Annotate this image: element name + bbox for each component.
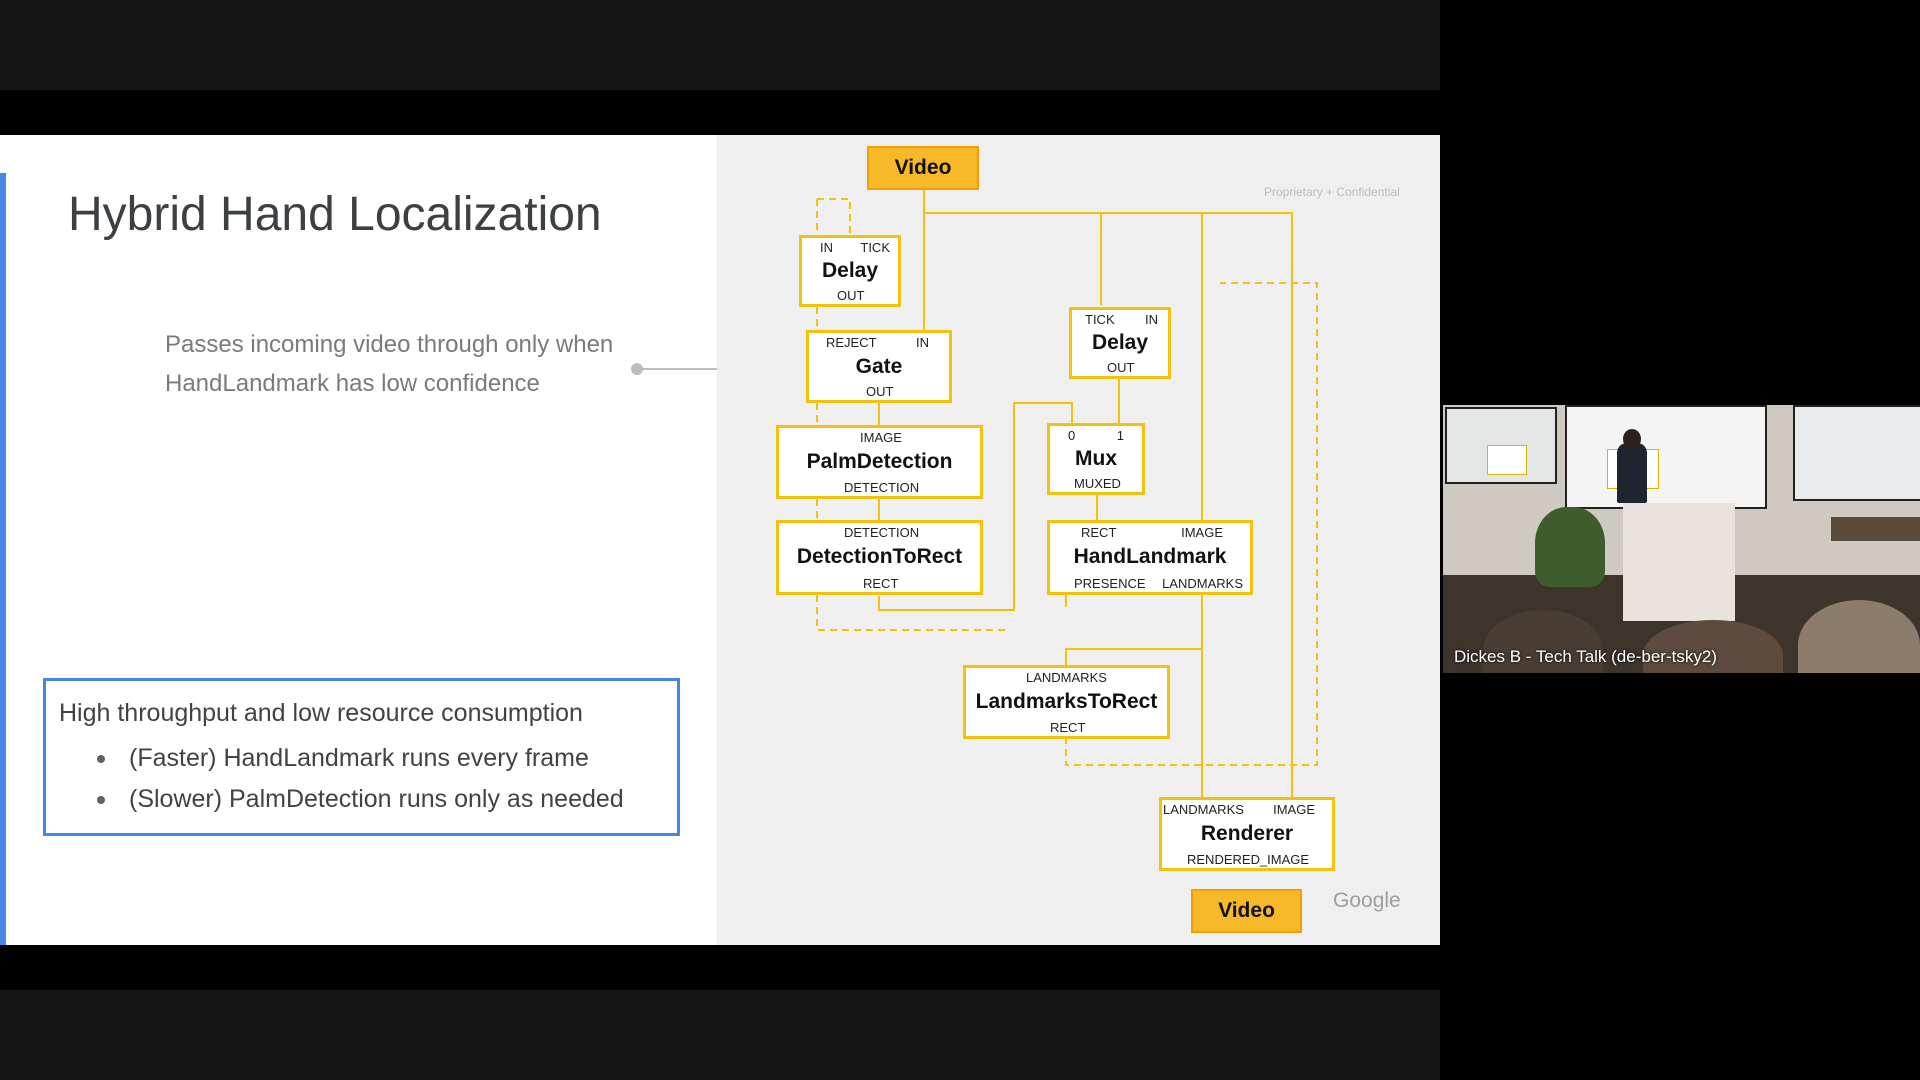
webcam-audience (1483, 610, 1603, 673)
port-out: OUT (837, 288, 865, 303)
confidential-label: Proprietary + Confidential (1264, 185, 1400, 199)
port-muxed: MUXED (1074, 476, 1121, 491)
google-logo: Google (1333, 889, 1401, 912)
port-landmarks: LANDMARKS (1162, 576, 1243, 591)
port-rect: RECT (1050, 720, 1086, 735)
callout-text: Passes incoming video through only when … (165, 325, 645, 403)
webcam-table (1831, 517, 1920, 541)
port-landmarks: LANDMARKS (1026, 670, 1107, 685)
callout-dot (631, 363, 643, 375)
port-in: IN (820, 240, 833, 255)
node-name: PalmDetection (806, 450, 953, 473)
port-rect: RECT (863, 576, 899, 591)
port-rendered-image: RENDERED_IMAGE (1187, 852, 1310, 867)
node-name: DetectionToRect (796, 545, 963, 568)
delay-node-2: TICK IN Delay OUT (1069, 307, 1171, 379)
port-presence: PRESENCE (1074, 576, 1146, 591)
webcam-screen-right (1793, 405, 1920, 501)
webcam-speaker (1617, 443, 1647, 503)
port-out: OUT (1107, 360, 1135, 375)
port-image: IMAGE (1273, 802, 1315, 817)
webcam-caption: Dickes B - Tech Talk (de-ber-tsky2) (1454, 647, 1717, 666)
delay-node-1: IN TICK Delay OUT (799, 235, 901, 307)
port-rect: RECT (1081, 525, 1117, 540)
info-box-item: (Faster) HandLandmark runs every frame (59, 738, 677, 779)
node-name: Mux (1075, 447, 1117, 470)
node-name: HandLandmark (1073, 545, 1227, 568)
webcam-audience (1643, 620, 1783, 673)
info-box-item: (Slower) PalmDetection runs only as need… (59, 779, 677, 820)
bullet-icon (97, 796, 105, 804)
node-name: Delay (821, 259, 879, 282)
mux-node: 0 1 Mux MUXED (1047, 423, 1145, 495)
webcam-screen-center (1565, 405, 1767, 509)
palm-detection-node: IMAGE PalmDetection DETECTION (776, 425, 983, 499)
node-name: Renderer (1200, 822, 1294, 845)
port-detection: DETECTION (844, 525, 920, 540)
callout-line-1: Passes incoming video through only when (165, 331, 614, 358)
info-box: High throughput and low resource consump… (43, 678, 680, 836)
webcam-plant (1535, 507, 1605, 587)
info-box-item-text: (Faster) HandLandmark runs every frame (129, 744, 589, 772)
info-box-title: High throughput and low resource consump… (59, 699, 583, 727)
port-in: IN (916, 335, 929, 350)
port-tick: TICK (860, 240, 890, 255)
port-image: IMAGE (860, 430, 902, 445)
webcam-audience (1798, 600, 1920, 673)
callout-line-2: HandLandmark has low confidence (165, 370, 540, 397)
slide-title: Hybrid Hand Localization (68, 188, 602, 241)
port-reject: REJECT (826, 335, 877, 350)
video-output: Video (1191, 889, 1302, 933)
port-detection: DETECTION (844, 480, 920, 495)
speaker-webcam: Dickes B - Tech Talk (de-ber-tsky2) (1443, 405, 1920, 673)
webcam-screen-left (1445, 407, 1557, 484)
presentation-slide: Hybrid Hand Localization Passes incoming… (0, 135, 1440, 945)
port-landmarks: LANDMARKS (1163, 802, 1244, 817)
port-0: 0 (1068, 428, 1076, 443)
hand-landmark-node: RECT IMAGE HandLandmark PRESENCE LANDMAR… (1047, 520, 1253, 595)
node-name: Gate (855, 355, 903, 378)
diagram-connectors (816, 190, 1318, 800)
port-out: OUT (866, 384, 894, 399)
webcam-screen-content (1487, 445, 1527, 475)
port-image: IMAGE (1181, 525, 1223, 540)
webcam-podium (1623, 503, 1735, 621)
gate-node: REJECT IN Gate OUT (806, 330, 952, 403)
bullet-icon (97, 755, 105, 763)
detection-to-rect-node: DETECTION DetectionToRect RECT (776, 520, 983, 595)
renderer-node: LANDMARKS IMAGE Renderer RENDERED_IMAGE (1159, 797, 1335, 871)
port-1: 1 (1116, 428, 1124, 443)
landmarks-to-rect-node: LANDMARKS LandmarksToRect RECT (963, 665, 1170, 739)
video-input: Video (867, 146, 979, 190)
port-in: IN (1145, 312, 1158, 327)
slide-accent-bar (0, 173, 6, 945)
webcam-speaker-head (1623, 429, 1641, 449)
top-black-band (0, 0, 1440, 90)
info-box-item-text: (Slower) PalmDetection runs only as need… (129, 785, 624, 813)
callout-connector (636, 368, 796, 370)
bottom-black-band (0, 990, 1440, 1080)
info-box-list: (Faster) HandLandmark runs every frame (… (59, 738, 677, 820)
node-name: Delay (1091, 331, 1149, 354)
node-name: LandmarksToRect (975, 690, 1158, 713)
port-tick: TICK (1085, 312, 1115, 327)
